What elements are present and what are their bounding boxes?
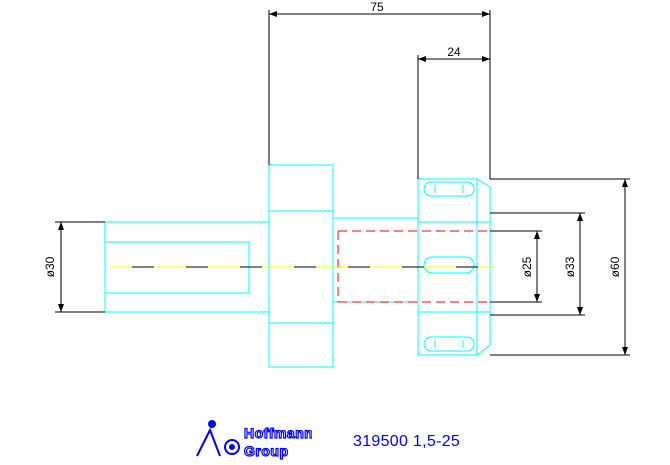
nut-slot-bottom bbox=[423, 336, 475, 352]
dimension-lines bbox=[55, 10, 630, 356]
collar bbox=[268, 164, 334, 368]
part-outline bbox=[104, 164, 491, 368]
nut-slot-top bbox=[423, 181, 475, 197]
logo-text-line2: Group bbox=[244, 443, 289, 459]
dim-shank-diameter: ø30 bbox=[43, 256, 57, 277]
dimension-arrows bbox=[58, 11, 628, 355]
part-number: 319500 1,5-25 bbox=[353, 433, 461, 450]
logo-figure-icon bbox=[196, 420, 240, 457]
dim-bore-diameter: ø25 bbox=[520, 256, 534, 277]
dim-nut-diameter: ø60 bbox=[608, 256, 622, 277]
nut-slot-middle bbox=[423, 256, 475, 274]
logo-text-line1: Hoffmann bbox=[244, 425, 312, 441]
dim-overall-length: 75 bbox=[370, 0, 384, 14]
dim-neck-diameter: ø33 bbox=[563, 256, 577, 277]
hoffmann-group-logo: Hoffmann Group bbox=[192, 418, 313, 465]
dim-nut-length: 24 bbox=[447, 45, 461, 59]
